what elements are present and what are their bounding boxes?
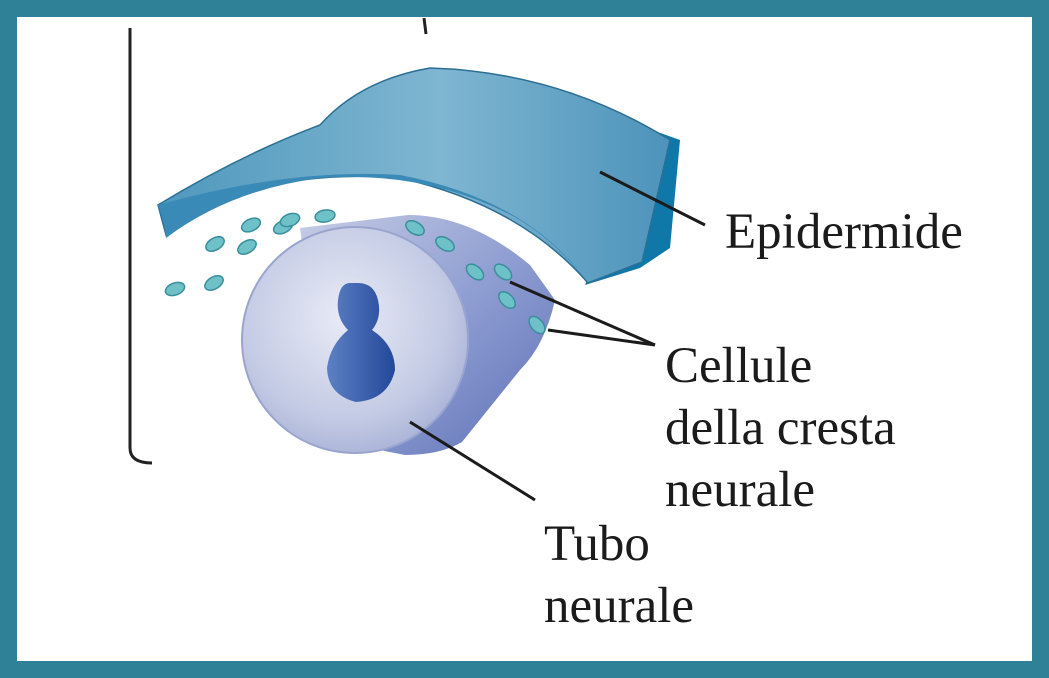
crest-cell (202, 273, 225, 293)
label-epidermide: Epidermide (725, 201, 963, 263)
label-cellule-line2: della cresta (665, 397, 896, 459)
crest-cell (164, 280, 187, 298)
crest-cell (203, 234, 226, 254)
label-cellule-cresta-neurale: Cellule della cresta neurale (665, 335, 896, 521)
bracket-line (130, 28, 152, 463)
crest-cell (239, 215, 262, 234)
label-cellule-line1: Cellule (665, 335, 896, 397)
label-cellule-line3: neurale (665, 459, 896, 521)
crest-cell (314, 208, 336, 223)
label-epidermide-text: Epidermide (725, 201, 963, 263)
crest-cell (235, 237, 258, 257)
leader-tubo (410, 422, 535, 500)
label-tubo-neurale: Tubo neurale (544, 513, 694, 637)
label-tubo-line2: neurale (544, 575, 694, 637)
label-tubo-line1: Tubo (544, 513, 694, 575)
top-tick (424, 18, 426, 34)
